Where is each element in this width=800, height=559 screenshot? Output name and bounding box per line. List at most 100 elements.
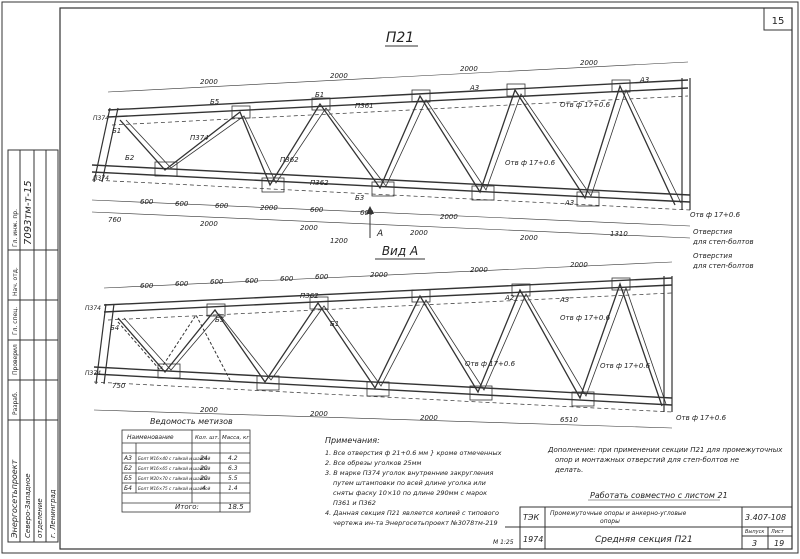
note-3c: сняты фаску 10×10 по длине 290мм с марок bbox=[333, 489, 487, 497]
tb-issue-label: Выпуск bbox=[745, 529, 764, 535]
table-total-value: 18.5 bbox=[228, 503, 244, 511]
note-top-line-a: Отверстия bbox=[693, 228, 732, 236]
tb-description-2: опоры bbox=[600, 518, 620, 525]
table-row: Б4 Болт М16×75 с гайкой и шайбой 4 1.4 bbox=[124, 485, 238, 492]
view-dim-bot-4: 2000 bbox=[420, 414, 438, 422]
table-cell-name: Болт М16×65 с гайкой и шайбой bbox=[138, 466, 211, 471]
view-dim-bot-3: 2000 bbox=[310, 410, 328, 418]
title-block bbox=[505, 506, 793, 550]
view-dim-top-5: 600 bbox=[280, 275, 294, 283]
view-member-label-3: П374 bbox=[85, 370, 101, 377]
top-dim-2: 2000 bbox=[330, 72, 348, 80]
top-truss bbox=[91, 78, 691, 211]
side-row-5: Гл. инж. пр. bbox=[12, 209, 19, 247]
note-mid-line-a: Отверстия bbox=[693, 252, 732, 260]
view-node-b1: Б1 bbox=[330, 320, 339, 328]
view-node-a3: А3 bbox=[559, 296, 569, 304]
tb-scale: М 1:25 bbox=[493, 539, 514, 546]
mid-dim-4: 2000 bbox=[260, 204, 278, 212]
tb-sheet: 19 bbox=[774, 539, 784, 548]
side-code: 7093тм-т-15 bbox=[23, 180, 34, 245]
tb-description-1: Промежуточные опоры и анкерно-угловые bbox=[550, 510, 687, 517]
note-top-line-b: для степ-болтов bbox=[692, 238, 754, 246]
mid-dim-3: 600 bbox=[215, 202, 229, 210]
view-dim-bot-1: 750 bbox=[112, 382, 126, 390]
view-member-label-2: П374 bbox=[85, 305, 101, 312]
hole-callout-3: Отв ф 17+0.6 bbox=[690, 211, 741, 219]
table-header-name: Наименование bbox=[127, 434, 174, 441]
view-member-label-1: П362 bbox=[300, 292, 319, 300]
side-stamp-dept: отделение bbox=[36, 498, 44, 538]
view-hole-callout-3: Отв ф 17+0.6 bbox=[676, 414, 727, 422]
table-cell-mark: Б2 bbox=[124, 465, 132, 472]
inner-frame bbox=[59, 7, 793, 550]
note-1: 1. Все отверстия ф 21+0.6 мм } кроме отм… bbox=[325, 449, 502, 457]
table-header-qty: Кол. шт. bbox=[195, 435, 220, 441]
view-node-b5: Б5 bbox=[215, 316, 225, 324]
note-3b: путем штамповки по всей длине уголка или bbox=[333, 479, 486, 487]
table-title: Ведомость метизов bbox=[150, 417, 233, 426]
table-cell-qty: 20 bbox=[200, 465, 208, 472]
hole-callout-1: Отв ф 17+0.6 bbox=[560, 101, 611, 109]
view-a-dimensions bbox=[93, 261, 673, 429]
view-hole-callout-1: Отв ф 17+0.6 bbox=[560, 314, 611, 322]
mid-dim-5: 600 bbox=[310, 206, 324, 214]
bot-dim-5: 2000 bbox=[520, 234, 538, 242]
hole-callout-2: Отв ф 17+0.6 bbox=[505, 159, 556, 167]
tb-sheet-label: Лист bbox=[770, 529, 785, 535]
mid-dim-1: 600 bbox=[140, 198, 154, 206]
view-dim-bot-2: 2000 bbox=[200, 406, 218, 414]
view-a-truss bbox=[93, 276, 673, 413]
table-cell-qty: 4 bbox=[202, 485, 206, 492]
view-dim-bot-5: 6510 bbox=[560, 416, 578, 424]
notes-heading: Примечания: bbox=[325, 436, 380, 445]
view-node-b4: Б4 bbox=[110, 324, 119, 332]
view-dim-top-4: 600 bbox=[245, 277, 259, 285]
table-cell-name: Болт М16×75 с гайкой и шайбой bbox=[138, 486, 211, 491]
top-dimensions bbox=[91, 61, 691, 239]
note-3: 3. В марке П374 уголок внутренние закруг… bbox=[325, 469, 494, 477]
table-cell-mass: 5.5 bbox=[228, 475, 238, 482]
tb-org: ТЭК bbox=[523, 513, 539, 522]
table-row: Б5 Болт М20×70 с гайкой и шайбой 20 5.5 bbox=[124, 475, 238, 482]
page-number: 15 bbox=[772, 16, 785, 27]
table-cell-mark: Б5 bbox=[124, 475, 132, 482]
table-total-label: Итого: bbox=[175, 503, 199, 511]
mid-dim-2: 600 bbox=[175, 200, 189, 208]
table-cell-qty: 24 bbox=[200, 455, 208, 462]
table-cell-mark: А3 bbox=[123, 455, 132, 462]
table-cell-name: Болт М20×70 с гайкой и шайбой bbox=[138, 476, 211, 481]
page-number-box bbox=[763, 7, 793, 31]
node-label-b2: Б2 bbox=[125, 154, 135, 162]
node-label-b3: Б3 bbox=[355, 194, 364, 202]
node-label-a3-end: А3 bbox=[639, 76, 649, 84]
view-hole-callout-4: Отв ф 17+0.6 bbox=[465, 360, 516, 368]
member-label-1: П374 bbox=[190, 134, 209, 142]
view-dim-top-8: 2000 bbox=[470, 266, 488, 274]
member-label-6: П362 bbox=[310, 179, 329, 187]
table-row: А3 Болт М16×40 с гайкой и шайбой 24 4.2 bbox=[123, 455, 238, 462]
top-dim-1: 2000 bbox=[200, 78, 218, 86]
view-dim-top-9: 2000 bbox=[570, 261, 588, 269]
side-row-2: Проверил bbox=[12, 344, 19, 375]
section-arrow: А bbox=[366, 206, 383, 239]
note-mid-line-b: для степ-болтов bbox=[692, 262, 754, 270]
side-stamp: Энергосетьпроект Северо-Западное отделен… bbox=[7, 149, 59, 543]
joint-note: Работать совместно с листом 21 bbox=[590, 491, 728, 500]
table-header-mass: Масса, кг bbox=[222, 435, 249, 441]
member-label-2: П362 bbox=[280, 156, 299, 164]
table-cell-mark: Б4 bbox=[124, 485, 132, 492]
bot-dim-3: 2000 bbox=[300, 224, 318, 232]
side-stamp-city: г. Ленинград bbox=[49, 489, 57, 538]
bot-dim-1: 760 bbox=[108, 216, 122, 224]
table-cell-mass: 6.3 bbox=[228, 465, 238, 472]
view-dim-top-3: 600 bbox=[210, 278, 224, 286]
note-4: 4. Данная секция П21 является копией с т… bbox=[325, 509, 499, 517]
tb-code: 3.407-108 bbox=[745, 513, 786, 522]
arrow-label: А bbox=[376, 229, 383, 239]
table-cell-mass: 4.2 bbox=[228, 455, 238, 462]
table-cell-mass: 1.4 bbox=[228, 485, 238, 492]
